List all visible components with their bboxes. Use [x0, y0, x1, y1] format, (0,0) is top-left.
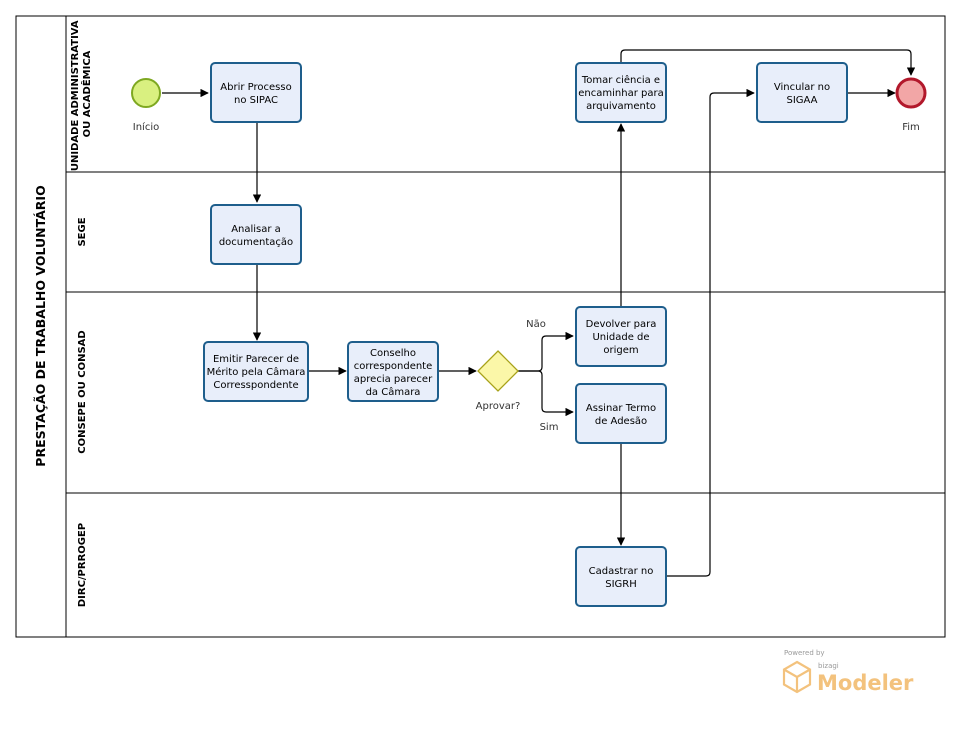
flow-tomar-fim — [620, 49, 916, 76]
lane-title-unidade: UNIDADE ADMINISTRATIVA OU ACADÊMICA — [70, 17, 93, 171]
lane-title-sege: SEGE — [77, 217, 88, 246]
end-event — [895, 77, 927, 109]
flow-label-sim: Sim — [540, 422, 559, 433]
lane-title-dirc: DIRC/PRROGEP — [77, 523, 88, 607]
bizagi-branding: Powered by bizagi Modeler — [782, 649, 914, 695]
svg-text:bizagi: bizagi — [818, 662, 839, 670]
end-event-label: Fim — [902, 122, 920, 133]
flow-gateway-assinar — [518, 370, 574, 417]
flow-cadastrar-vincular — [666, 88, 755, 577]
gateway-aprovar — [477, 350, 519, 392]
pool-title: PRESTAÇÃO DE TRABALHO VOLUNTÁRIO — [33, 185, 48, 466]
flow-label-nao: Não — [526, 319, 546, 330]
bizagi-logo-icon — [782, 660, 812, 694]
start-event — [131, 78, 161, 108]
svg-text:Powered by: Powered by — [784, 649, 825, 657]
gateway-label: Aprovar? — [476, 401, 521, 412]
svg-text:Modeler: Modeler — [817, 671, 914, 695]
lane-title-consepe: CONSEPE OU CONSAD — [77, 330, 88, 453]
start-event-label: Início — [133, 121, 159, 133]
